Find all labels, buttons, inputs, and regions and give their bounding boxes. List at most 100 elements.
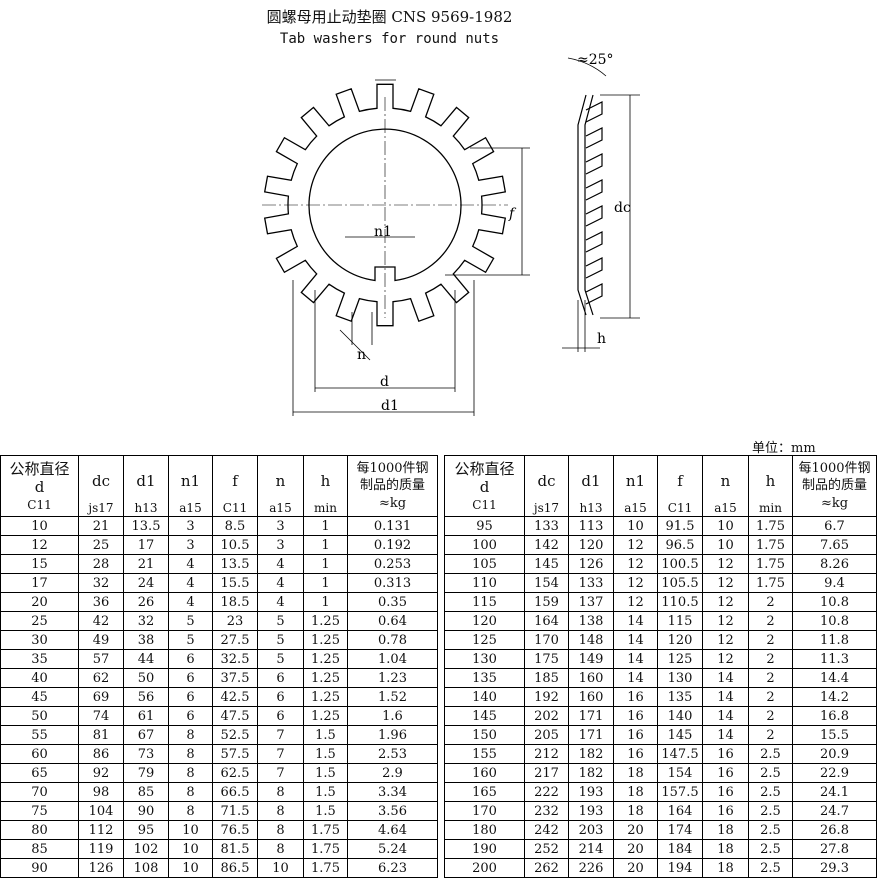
- table-cell: 1.25: [303, 649, 348, 669]
- table-cell: 192: [524, 687, 569, 707]
- table-cell: 16.8: [792, 706, 877, 726]
- table-cell: 24: [123, 573, 169, 593]
- table-cell: 20: [613, 839, 658, 859]
- table-cell: 214: [568, 839, 614, 859]
- table-cell: 8: [168, 725, 213, 745]
- table-cell: 17: [123, 535, 169, 555]
- table-cell: 14: [702, 687, 749, 707]
- table-cell: 32.5: [212, 649, 258, 669]
- table-cell: 6: [168, 687, 213, 707]
- table-cell: 16: [613, 706, 658, 726]
- table-cell: 6: [168, 649, 213, 669]
- table-cell: 12: [0, 535, 79, 555]
- table-cell: 85: [123, 782, 169, 802]
- table-cell: 4: [257, 554, 304, 574]
- table-cell: 3.34: [347, 782, 438, 802]
- table-cell: 14: [613, 668, 658, 688]
- table-cell: 7: [257, 744, 304, 764]
- table-cell: 1.96: [347, 725, 438, 745]
- table-cell: 75: [0, 801, 79, 821]
- f-label: f: [508, 206, 517, 222]
- table-cell: 15.5: [212, 573, 258, 593]
- table-cell: 49: [78, 630, 124, 650]
- table-cell: 62: [78, 668, 124, 688]
- table-cell: 16: [702, 782, 749, 802]
- table-cell: 18: [702, 820, 749, 840]
- table-cell: 130: [444, 649, 525, 669]
- table-cell: 14: [702, 725, 749, 745]
- table-cell: 10: [168, 820, 213, 840]
- table-cell: 120: [657, 630, 703, 650]
- d1-label: d1: [381, 398, 399, 414]
- table-cell: 190: [444, 839, 525, 859]
- table-cell: 6: [257, 706, 304, 726]
- table-cell: 160: [568, 687, 614, 707]
- table-cell: 1: [303, 535, 348, 555]
- table-cell: 4: [257, 573, 304, 593]
- table-cell: 145: [524, 554, 569, 574]
- table-cell: 2: [748, 630, 793, 650]
- table-cell: 85: [0, 839, 79, 859]
- table-cell: 21: [78, 516, 124, 536]
- table-cell: 14.2: [792, 687, 877, 707]
- table-cell: 0.313: [347, 573, 438, 593]
- table-cell: 10: [702, 535, 749, 555]
- table-cell: 65: [0, 763, 79, 783]
- table-cell: 154: [657, 763, 703, 783]
- table-cell: 8: [168, 744, 213, 764]
- table-cell: 12: [702, 573, 749, 593]
- table-cell: 70: [0, 782, 79, 802]
- table-cell: 35: [0, 649, 79, 669]
- table-cell: 8: [168, 801, 213, 821]
- table-cell: 2.5: [748, 744, 793, 764]
- table-cell: 14: [702, 706, 749, 726]
- table-cell: 212: [524, 744, 569, 764]
- table-cell: 2.53: [347, 744, 438, 764]
- table-cell: 148: [568, 630, 614, 650]
- table-cell: 1.75: [748, 554, 793, 574]
- unit-label: 单位：mm: [752, 441, 816, 456]
- table-cell: 133: [524, 516, 569, 536]
- table-cell: 16: [613, 687, 658, 707]
- table-cell: 3: [168, 516, 213, 536]
- table-cell: 50: [123, 668, 169, 688]
- table-cell: 232: [524, 801, 569, 821]
- table-cell: 18: [702, 839, 749, 859]
- table-cell: 170: [444, 801, 525, 821]
- table-cell: 1.75: [748, 573, 793, 593]
- table-cell: 185: [524, 668, 569, 688]
- table-cell: 140: [657, 706, 703, 726]
- table-cell: 79: [123, 763, 169, 783]
- table-cell: 57.5: [212, 744, 258, 764]
- table-cell: 2.5: [748, 839, 793, 859]
- table-cell: 130: [657, 668, 703, 688]
- table-cell: 105.5: [657, 573, 703, 593]
- table-cell: 1: [303, 554, 348, 574]
- angle-label: ≈25°: [577, 52, 614, 68]
- side-outline-left: [577, 94, 587, 316]
- side-tooth: [585, 283, 603, 305]
- table-cell: 2.9: [347, 763, 438, 783]
- table-cell: 182: [568, 763, 614, 783]
- table-cell: 1.5: [303, 763, 348, 783]
- table-cell: 20.9: [792, 744, 877, 764]
- table-cell: 157.5: [657, 782, 703, 802]
- table-cell: 126: [568, 554, 614, 574]
- table-cell: 142: [524, 535, 569, 555]
- table-cell: 149: [568, 649, 614, 669]
- table-cell: 7.65: [792, 535, 877, 555]
- table-cell: 6.23: [347, 858, 438, 878]
- table-cell: 24.7: [792, 801, 877, 821]
- outer-teeth: [263, 83, 507, 327]
